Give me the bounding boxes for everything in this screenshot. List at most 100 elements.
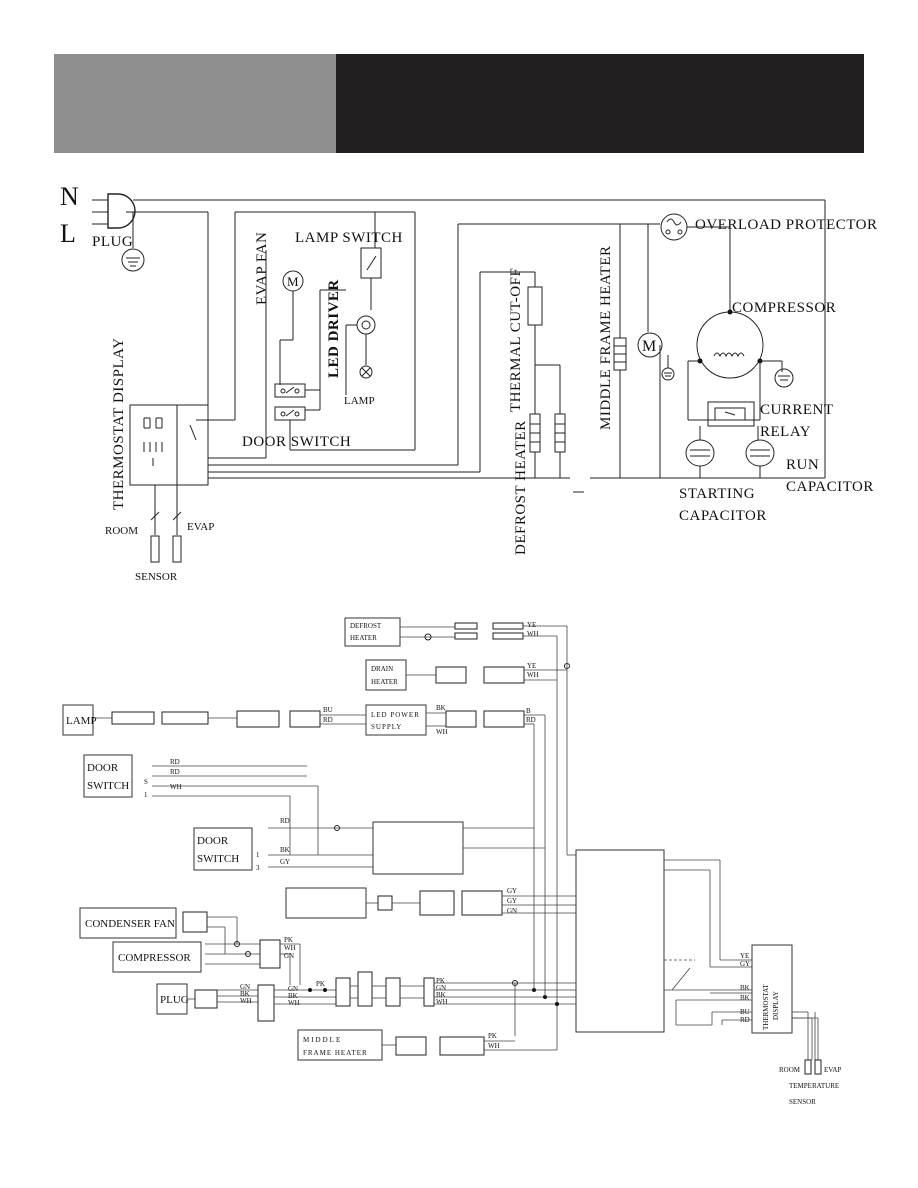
terminal-block bbox=[259, 939, 281, 969]
svg-text:GN: GN bbox=[436, 984, 446, 992]
svg-text:YE: YE bbox=[740, 952, 749, 960]
door-switch-b-label-1: DOOR bbox=[197, 835, 229, 847]
overload-protector-label: OVERLOAD PROTECTOR bbox=[695, 217, 877, 233]
compressor-label: COMPRESSOR bbox=[732, 300, 836, 316]
header-band-gray bbox=[54, 54, 336, 153]
evap-sensor-label: EVAP bbox=[187, 521, 214, 533]
main-controller-box bbox=[575, 849, 665, 1033]
svg-text:1: 1 bbox=[144, 791, 148, 799]
middle-frame-heater-label-2: FRAME HEATER bbox=[303, 1049, 368, 1057]
svg-text:RD: RD bbox=[526, 716, 536, 724]
svg-text:RD: RD bbox=[323, 716, 333, 724]
led-driver-symbol bbox=[345, 315, 376, 395]
svg-text:GY: GY bbox=[280, 858, 290, 866]
svg-text:BU: BU bbox=[323, 706, 333, 714]
lamp-label: LAMP bbox=[66, 715, 97, 727]
svg-text:BK: BK bbox=[740, 994, 750, 1002]
svg-text:GN: GN bbox=[507, 907, 517, 915]
svg-text:BK: BK bbox=[280, 846, 290, 854]
evap-sensor-icon bbox=[172, 535, 182, 563]
defrost-heater-symbol bbox=[529, 413, 566, 453]
svg-text:WH: WH bbox=[527, 630, 539, 638]
svg-text:WH: WH bbox=[284, 944, 296, 952]
defrost-heater-label-2: HEATER bbox=[350, 634, 377, 642]
door-switch-symbol bbox=[274, 383, 306, 421]
svg-text:BK: BK bbox=[740, 984, 750, 992]
connector bbox=[454, 622, 478, 630]
door-switch-label: DOOR SWITCH bbox=[242, 434, 351, 450]
overload-protector-symbol bbox=[660, 213, 688, 241]
temperature-label: TEMPERATURE bbox=[789, 1082, 839, 1090]
room-sensor-label: ROOM bbox=[105, 525, 138, 537]
svg-text:GN: GN bbox=[284, 952, 294, 960]
svg-text:GY: GY bbox=[740, 960, 750, 968]
led-power-supply-label-2: SUPPLY bbox=[371, 723, 402, 731]
plug-label: PLUG bbox=[160, 994, 189, 1006]
lamp-plug-connector bbox=[111, 711, 155, 725]
thermostat-display-label: THERMOSTAT DISPLAY bbox=[111, 338, 127, 510]
ground-icon bbox=[774, 368, 794, 388]
evap-sensor-label: EVAP bbox=[824, 1066, 841, 1074]
sensor-label: SENSOR bbox=[135, 571, 178, 583]
svg-text:BK: BK bbox=[288, 992, 298, 1000]
svg-text:RD: RD bbox=[170, 758, 180, 766]
middle-frame-heater-label: MIDDLE FRAME HEATER bbox=[598, 246, 614, 431]
connector bbox=[377, 895, 393, 911]
wiring-harness-diagram: DEFROST HEATER YE WH DRAIN HEATER YE WH … bbox=[62, 617, 841, 1106]
connector bbox=[194, 989, 218, 1009]
svg-text:M: M bbox=[287, 274, 299, 289]
svg-text:M: M bbox=[642, 338, 656, 355]
svg-text:BK: BK bbox=[436, 991, 446, 999]
defrost-heater-label-1: DEFROST bbox=[350, 622, 382, 630]
drain-heater-label-1: DRAIN bbox=[371, 665, 393, 673]
compressor-symbol bbox=[696, 311, 764, 379]
thermal-cutoff-label: THERMAL CUT-OFF bbox=[508, 268, 524, 412]
evap-fan-label: EVAP FAN bbox=[254, 232, 270, 305]
condenser-fan-box bbox=[79, 907, 177, 939]
svg-text:RD: RD bbox=[170, 768, 180, 776]
run-capacitor-label-1: RUN bbox=[786, 457, 819, 473]
connector bbox=[483, 710, 525, 728]
seven-segment-display-icon bbox=[143, 417, 163, 466]
current-relay-label-2: RELAY bbox=[760, 424, 811, 440]
starting-capacitor-label-1: STARTING bbox=[679, 486, 755, 502]
svg-text:PK: PK bbox=[316, 980, 325, 988]
middle-frame-heater-box bbox=[297, 1029, 383, 1061]
connector bbox=[492, 632, 524, 640]
svg-text:GN: GN bbox=[288, 985, 298, 993]
terminal-strip bbox=[357, 971, 373, 1007]
compressor-winding bbox=[713, 352, 745, 358]
connector bbox=[445, 710, 477, 728]
drain-heater-label-2: HEATER bbox=[371, 678, 398, 686]
ground-icon bbox=[121, 248, 145, 272]
lamp-switch-label: LAMP SWITCH bbox=[295, 230, 403, 246]
terminal-strip bbox=[335, 977, 351, 1007]
line-label: L bbox=[60, 219, 76, 248]
connector bbox=[289, 710, 321, 728]
svg-text:GY: GY bbox=[507, 897, 517, 905]
control-board-box bbox=[285, 887, 367, 919]
terminal-strip bbox=[385, 977, 401, 1007]
terminal-block bbox=[257, 984, 275, 1022]
svg-text:BK: BK bbox=[240, 990, 250, 998]
connector bbox=[435, 666, 467, 684]
run-capacitor-label-2: CAPACITOR bbox=[786, 479, 874, 495]
svg-text:B: B bbox=[526, 707, 531, 715]
svg-text:WH: WH bbox=[436, 728, 448, 736]
thermostat-display-label-2: DISPLAY bbox=[772, 991, 780, 1020]
svg-text:WH: WH bbox=[288, 999, 300, 1007]
plug-label: PLUG bbox=[92, 234, 133, 250]
defrost-heater-label: DEFROST HEATER bbox=[513, 420, 529, 555]
lamp-icon bbox=[359, 365, 373, 379]
svg-text:YE: YE bbox=[527, 621, 536, 629]
led-power-supply-label-1: LED POWER bbox=[371, 711, 420, 719]
door-switch-b-label-2: SWITCH bbox=[197, 853, 239, 865]
svg-text:PK: PK bbox=[436, 977, 445, 985]
thermostat-display-box bbox=[751, 944, 793, 1034]
svg-text:GN: GN bbox=[240, 983, 250, 991]
svg-text:WH: WH bbox=[170, 783, 182, 791]
room-sensor-icon bbox=[150, 535, 160, 563]
svg-text:RD: RD bbox=[280, 817, 290, 825]
connector bbox=[439, 1036, 485, 1056]
